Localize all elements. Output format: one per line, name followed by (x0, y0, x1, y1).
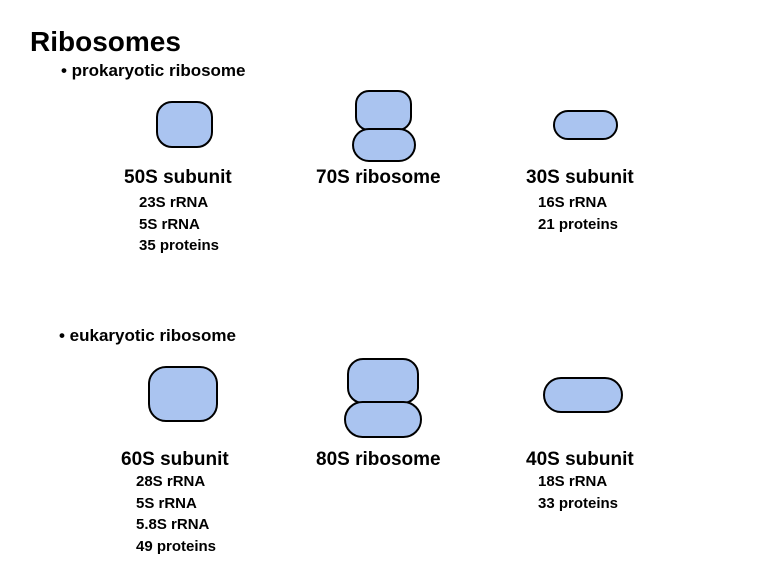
50s-subunit-shape (156, 101, 213, 148)
detail-line: 23S rRNA (139, 194, 209, 211)
30s-subunit-shape (553, 110, 618, 140)
detail-line: 28S rRNA (136, 473, 206, 490)
detail-line: 16S rRNA (538, 194, 608, 211)
70s-ribosome-large-subunit-shape (355, 90, 412, 131)
prokaryotic-section-heading: • prokaryotic ribosome (61, 61, 246, 80)
detail-line: 33 proteins (538, 494, 619, 512)
60s-subunit-label: 60S subunit (121, 449, 229, 470)
80s-ribosome-small-subunit-shape (344, 401, 422, 438)
detail-line: 18S rRNA (538, 473, 608, 490)
30s-subunit-label: 30S subunit (526, 167, 634, 188)
40s-subunit-shape (543, 377, 623, 413)
detail-line: 5.8S rRNA (136, 516, 210, 533)
50s-subunit-label: 50S subunit (124, 167, 232, 188)
detail-line: 21 proteins (538, 215, 619, 233)
detail-line: 5S rRNA (139, 215, 200, 233)
40s-subunit-label: 40S subunit (526, 449, 634, 470)
detail-line: 49 proteins (136, 537, 217, 555)
70s-ribosome-label: 70S ribosome (316, 167, 441, 188)
eukaryotic-section-heading: • eukaryotic ribosome (59, 326, 236, 345)
60s-subunit-details: 28S rRNA 5S rRNA 5.8S rRNA 49 proteins (136, 471, 216, 557)
40s-subunit-details: 18S rRNA 33 proteins (538, 471, 618, 514)
50s-subunit-details: 23S rRNA 5S rRNA 35 proteins (139, 192, 219, 257)
detail-line: 35 proteins (139, 237, 220, 254)
page-title: Ribosomes (30, 26, 181, 57)
80s-ribosome-label: 80S ribosome (316, 449, 441, 470)
80s-ribosome-large-subunit-shape (347, 358, 419, 404)
30s-subunit-details: 16S rRNA 21 proteins (538, 192, 618, 235)
60s-subunit-shape (148, 366, 218, 422)
70s-ribosome-small-subunit-shape (352, 128, 416, 162)
detail-line: 5S rRNA (136, 494, 197, 512)
